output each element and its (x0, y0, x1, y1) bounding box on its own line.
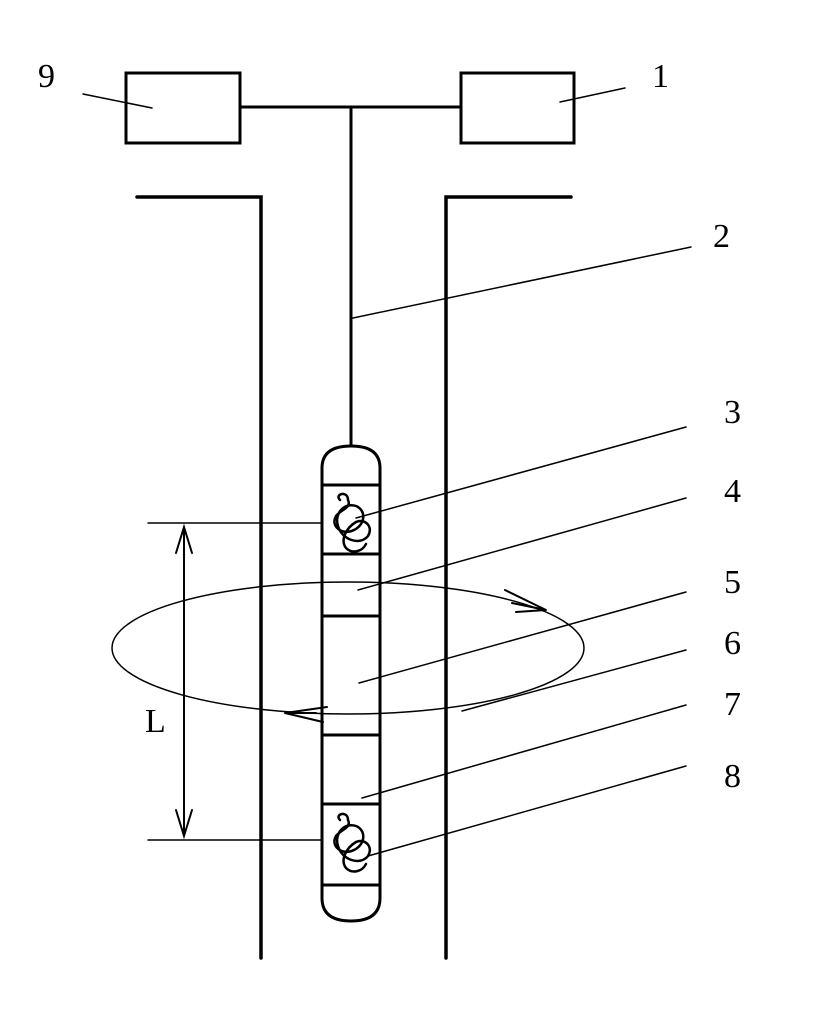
loop-arrow-right (504, 589, 547, 613)
lower-coil-icon (333, 812, 372, 873)
leader-line-4 (357, 497, 687, 591)
label-3: 3 (724, 394, 741, 431)
surface-unit-9-box (124, 71, 242, 145)
leader-line-2 (352, 246, 692, 319)
borehole-right-wall (444, 195, 573, 960)
current-loop-ellipse (111, 581, 585, 715)
leader-line-6 (461, 649, 687, 712)
label-span-L: L (145, 703, 166, 740)
leader-line-9 (82, 93, 153, 109)
label-5: 5 (724, 564, 741, 601)
label-6: 6 (724, 625, 741, 662)
label-8: 8 (724, 758, 741, 795)
label-1: 1 (652, 58, 669, 95)
loop-arrow-left (284, 706, 328, 723)
span-arrow-head-bottom (175, 809, 193, 840)
leader-line-3 (355, 426, 687, 519)
tool-bottom-cap (320, 883, 382, 923)
span-arrow-head-top (175, 523, 193, 554)
label-7: 7 (724, 686, 741, 723)
label-2: 2 (713, 218, 730, 255)
leader-line-7 (361, 704, 687, 799)
borehole-left-wall (135, 195, 263, 960)
leader-line-1 (559, 87, 626, 103)
label-9: 9 (38, 58, 55, 95)
tool-top-cap (320, 444, 382, 487)
upper-coil-icon (333, 492, 372, 553)
surface-unit-1-box (459, 71, 576, 145)
leader-line-8 (367, 765, 687, 857)
leader-line-5 (358, 591, 687, 684)
label-4: 4 (724, 473, 741, 510)
